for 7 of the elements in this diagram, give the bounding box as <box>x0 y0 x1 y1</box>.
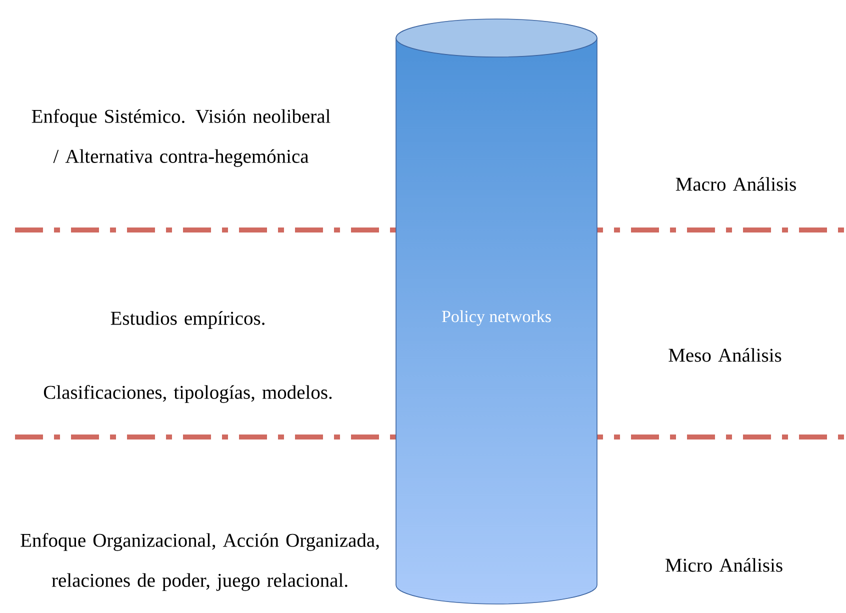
cylinder: Policy networks <box>396 18 598 604</box>
level-label: Macro Análisis <box>676 177 796 191</box>
description-text: Enfoque Sistémico. Visión neoliberal / Alternativa contra-hegemónica <box>32 109 330 167</box>
level-label: Meso Análisis <box>668 348 782 362</box>
level-label: Micro Análisis <box>666 558 782 572</box>
description-text: Estudios empíricos. <box>110 311 264 329</box>
description-text: Clasificaciones, tipologías, modelos. <box>44 385 332 403</box>
